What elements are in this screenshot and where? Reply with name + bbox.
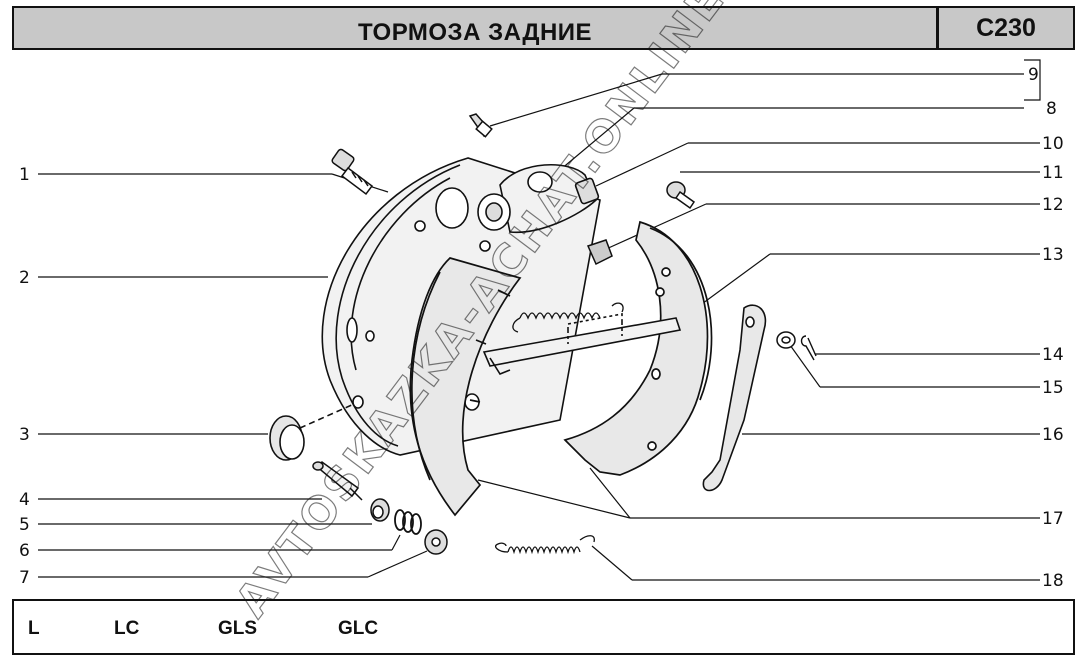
variant-l: L — [28, 618, 40, 639]
brake-shoe-rear — [563, 220, 713, 476]
watermark: AVTOSKAZKA-ACHAT.ONLINE — [225, 0, 736, 627]
bolt-1 — [331, 148, 374, 196]
callout-6: 6 — [19, 541, 30, 561]
wheel-cylinder-8 — [477, 163, 600, 234]
callout-17: 17 — [1042, 509, 1064, 529]
callout-15: 15 — [1042, 378, 1064, 398]
variant-footer: L LC GLS GLC — [12, 599, 1075, 655]
callout-16: 16 — [1042, 425, 1064, 445]
callout-numbers: 1 2 3 4 5 6 7 9 8 10 11 12 13 14 15 16 1… — [19, 65, 1064, 591]
parking-lever-16 — [702, 304, 767, 492]
callout-5: 5 — [19, 515, 30, 535]
callout-14: 14 — [1042, 345, 1064, 365]
cotter-pin-14 — [800, 335, 817, 361]
callout-10: 10 — [1042, 134, 1064, 154]
strut-bar-13 — [482, 313, 682, 375]
fitting-11 — [666, 181, 696, 210]
callout-8: 8 — [1046, 99, 1057, 119]
leader-8b — [559, 107, 635, 171]
lower-spring-18 — [494, 535, 595, 555]
watermark-text: AVTOSKAZKA-ACHAT.ONLINE — [226, 0, 736, 627]
leader-18b — [591, 545, 633, 581]
leader-12b — [603, 203, 707, 251]
code-cell: C230 — [939, 8, 1073, 48]
callout-1: 1 — [19, 165, 30, 185]
callout-3: 3 — [19, 425, 30, 445]
leader-6b — [391, 534, 401, 551]
callout-9: 9 — [1028, 65, 1039, 85]
spring-cap-7 — [424, 529, 448, 555]
hold-down-spring-6 — [394, 509, 422, 535]
page-title: ТОРМОЗА ЗАДНИЕ — [357, 19, 593, 46]
callout-12: 12 — [1042, 195, 1064, 215]
callout-7: 7 — [19, 568, 30, 588]
title-cell: ТОРМОЗА ЗАДНИЕ — [14, 8, 939, 48]
leader-10b — [595, 142, 689, 187]
upper-spring — [512, 302, 624, 333]
brake-shoe-front — [409, 257, 522, 517]
bracket-8 — [1024, 59, 1041, 101]
variant-gls: GLS — [218, 618, 258, 639]
leader-9b — [489, 73, 663, 127]
rubber-plug-3 — [269, 403, 355, 461]
leader-lines-left — [38, 173, 428, 578]
variant-lc: LC — [114, 618, 140, 639]
leader-17c — [477, 479, 631, 519]
hold-down-pin-4 — [312, 461, 363, 501]
variant-glc: GLC — [338, 618, 379, 639]
callout-11: 11 — [1042, 163, 1064, 183]
leader-17b — [589, 467, 631, 519]
section-code: C230 — [976, 13, 1036, 42]
header-bar: ТОРМОЗА ЗАДНИЕ C230 — [12, 6, 1075, 50]
leader-15b — [789, 344, 821, 388]
leader-7b — [367, 550, 428, 578]
adjuster-clip — [586, 239, 613, 266]
callout-18: 18 — [1042, 571, 1064, 591]
cup-washer-5 — [370, 498, 390, 522]
washer-15 — [776, 331, 796, 349]
bleeder-screw-9 — [468, 113, 493, 138]
callout-2: 2 — [19, 268, 30, 288]
leader-lines-right — [477, 59, 1041, 581]
callout-4: 4 — [19, 490, 30, 510]
callout-13: 13 — [1042, 245, 1064, 265]
